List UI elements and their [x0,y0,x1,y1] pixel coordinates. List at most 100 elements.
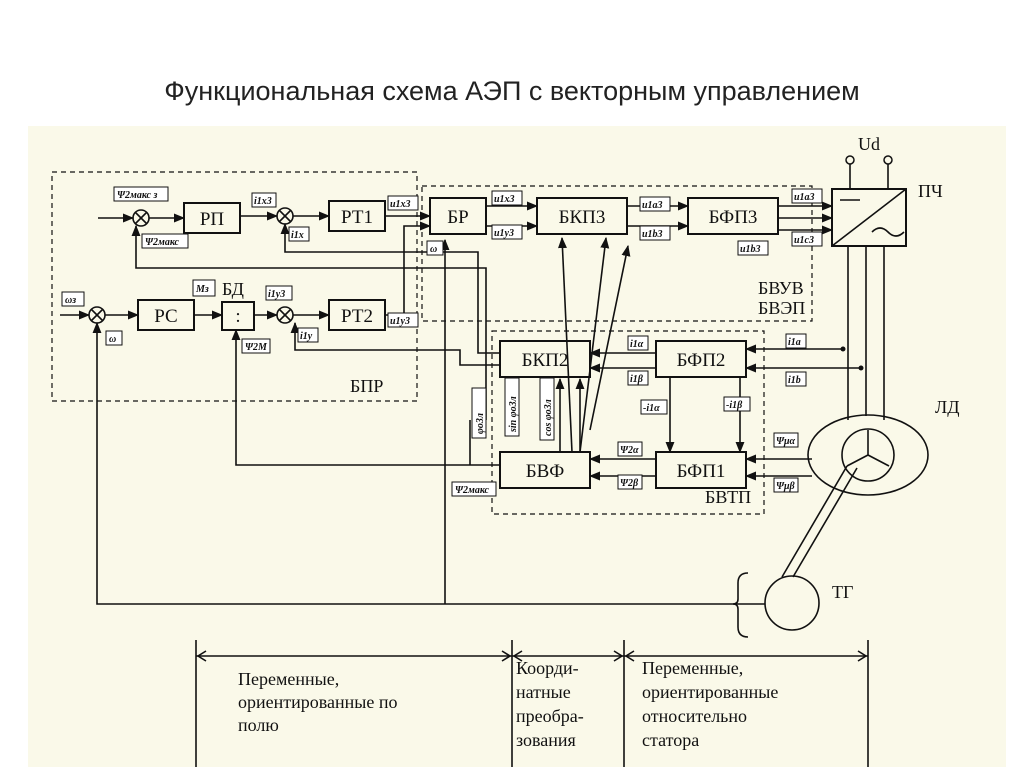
block-rp: РП [183,202,241,234]
svg-text:БР: БР [447,207,468,228]
svg-text:u1x3: u1x3 [494,194,515,205]
block-rs: РС [137,299,195,331]
svg-text:БФП3: БФП3 [709,207,758,228]
converter-pch [831,188,907,247]
block-bfp3: БФП3 [687,197,779,235]
svg-text:Ψ2β: Ψ2β [620,478,639,489]
signal-omega3: ωз [61,291,85,307]
svg-text:БКП2: БКП2 [522,350,569,371]
bottom-legend: Переменные, ориентированные по полю Коор… [195,640,869,767]
signal-omega-br: ω [426,240,444,256]
signal-psi2max-b: Ψ2макс [451,481,497,497]
signal-sin-phi: sin φо3л [504,377,520,437]
svg-text:Ψ2макс: Ψ2макс [145,237,180,248]
block-bkp3: БКП3 [536,197,628,235]
signal-cos-phi: cos φо3л [539,377,555,441]
svg-text:u1a3: u1a3 [642,200,663,211]
signal-u1a3-out: u1a3 [791,188,823,204]
signal-i1beta: i1β [627,370,649,386]
svg-text:БКП3: БКП3 [559,207,606,228]
block-bd-divider: : [221,301,255,331]
signal-u1a3-mid: u1a3 [639,196,671,212]
block-bfp1: БФП1 [655,451,747,489]
svg-text:ω: ω [430,244,437,255]
signal-minus-i1alpha: -i1α [640,399,668,415]
svg-text:u1a3: u1a3 [794,192,815,203]
legend-col2-line1: Коорди- [516,658,579,678]
svg-text:ω: ω [109,334,116,345]
label-bvep: БВЭП [758,298,805,318]
svg-text:cos φо3л: cos φо3л [543,399,554,436]
svg-text:-i1β: -i1β [726,400,743,411]
svg-text:i1a: i1a [788,337,801,348]
signal-i1alpha: i1α [627,335,649,351]
svg-text:u1c3: u1c3 [794,235,814,246]
label-bpr: БПР [350,376,383,396]
svg-text:u1b3: u1b3 [642,229,663,240]
legend-col1-line2: ориентированные по [238,692,398,712]
svg-text:БФП1: БФП1 [677,461,726,482]
signal-m3: Mз [192,279,216,297]
svg-text:sin φо3л: sin φо3л [508,396,519,433]
svg-text:БФП2: БФП2 [677,350,726,371]
label-pch: ПЧ [918,181,943,201]
svg-text:φо3л: φо3л [475,413,486,434]
signal-u1x3-b: u1x3 [491,190,523,206]
signal-psi2beta: Ψ2β [617,474,643,490]
label-ld: ЛД [935,397,960,417]
signal-u1x3-a: u1x3 [387,195,419,211]
ud-terminal-minus [883,155,893,165]
signal-i1y: i1y [297,327,319,343]
signal-u1b3-out: u1b3 [737,240,769,256]
svg-text:u1b3: u1b3 [740,244,761,255]
slide-title: Функциональная схема АЭП с векторным упр… [164,76,860,106]
legend-col1-line1: Переменные, [238,669,339,689]
block-bvf: БВФ [499,451,591,489]
signal-psi-mu-a: Ψμα [773,432,799,448]
svg-text:Ψ2α: Ψ2α [620,445,639,456]
signal-u1y3-b: u1y3 [491,224,523,240]
svg-text:i1α: i1α [630,339,644,350]
ud-terminal-plus [845,155,855,165]
bpr-boundary [51,171,418,402]
svg-text:БВФ: БВФ [526,461,565,482]
signal-phi-o3l: φо3л [471,387,487,439]
signal-psi2alpha: Ψ2α [617,441,643,457]
label-bvuv: БВУВ [758,278,804,298]
svg-text:i1x: i1x [291,230,304,241]
signal-psi2-max3: Ψ2макс з [113,186,169,202]
svg-text:РС: РС [154,306,177,327]
bvuv-boundary [421,185,813,322]
svg-text:Ψμα: Ψμα [776,436,796,447]
svg-text:u1y3: u1y3 [494,228,514,239]
label-ud: Ud [858,134,880,154]
label-bd: БД [222,279,244,299]
signal-psi2-max: Ψ2макс [141,233,189,249]
legend-col3-line1: Переменные, [642,658,743,678]
signal-i1a: i1a [785,333,807,349]
svg-text:i1y: i1y [300,331,313,342]
signal-u1b3-mid: u1b3 [639,225,671,241]
svg-text:i1y3: i1y3 [268,289,285,300]
svg-text:РТ2: РТ2 [341,306,373,327]
svg-text:Ψ2макс: Ψ2макс [455,485,490,496]
block-bkp2: БКП2 [499,340,591,378]
svg-text:Ψ2макс з: Ψ2макс з [117,190,157,201]
svg-text:РТ1: РТ1 [341,207,373,228]
signal-u1y3-a: u1y3 [387,312,419,328]
svg-text:i1b: i1b [788,375,801,386]
svg-text:РП: РП [200,209,225,230]
motor-ld [807,414,929,496]
block-bfp2: БФП2 [655,340,747,378]
svg-text::: : [235,306,240,327]
svg-text:u1y3: u1y3 [390,316,410,327]
signal-psi-mu-b: Ψμβ [773,477,799,493]
block-rt1: РТ1 [328,200,386,232]
block-br: БР [429,197,487,235]
legend-col2-line4: зования [516,730,576,750]
bvtp-boundary [491,330,765,515]
signal-i1x: i1x [288,226,310,242]
signal-i1b: i1b [785,371,807,387]
svg-text:Mз: Mз [195,284,209,295]
